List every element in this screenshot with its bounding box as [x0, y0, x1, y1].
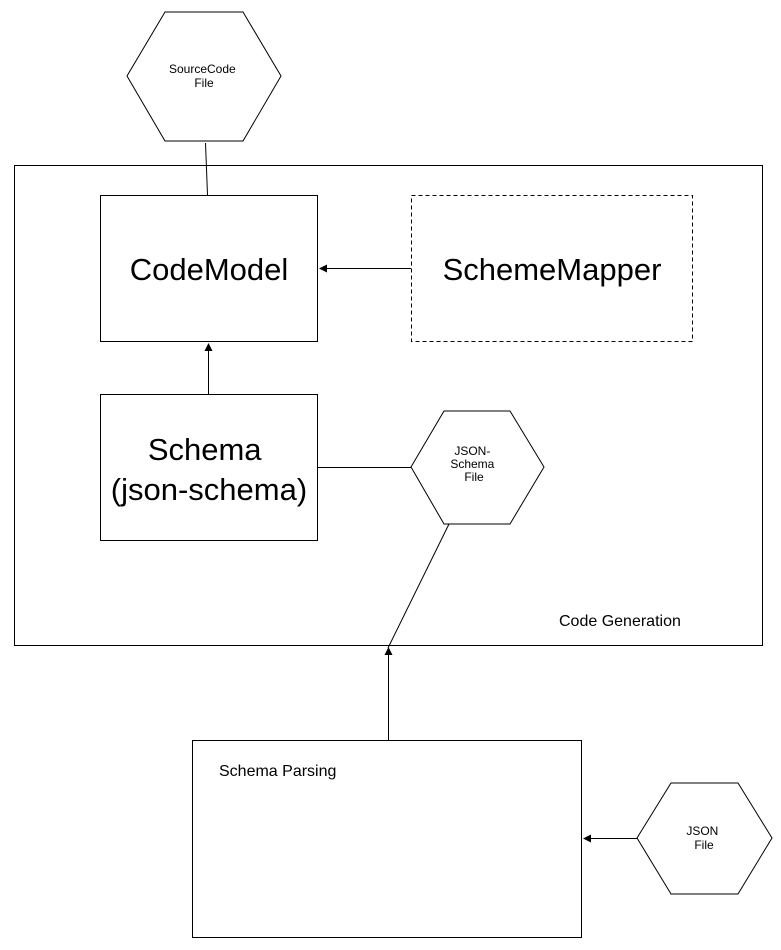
- json-schema-file-label: JSON- Schema File: [450, 444, 497, 484]
- scheme-mapper-label: SchemeMapper: [443, 252, 662, 287]
- scheme-mapper-node[interactable]: [411, 195, 693, 342]
- schema-parsing-label: Schema Parsing: [219, 763, 336, 780]
- edge-sourcecode-to-codemodel: [205, 142, 208, 196]
- source-code-file-line-2: File: [194, 76, 214, 90]
- edge-jsonschemafile-to-codegeneration: [387, 523, 450, 649]
- source-code-file-node[interactable]: [126, 11, 282, 142]
- json-file-label: JSON File: [686, 824, 721, 852]
- schema-parsing-container[interactable]: [192, 740, 582, 938]
- code-generation-label: Code Generation: [559, 613, 681, 630]
- source-code-file-line-1: SourceCode: [169, 62, 236, 76]
- source-code-file-label: SourceCode File: [169, 62, 239, 90]
- json-schema-file-node[interactable]: [410, 410, 545, 525]
- json-file-node[interactable]: [636, 782, 773, 895]
- schema-node[interactable]: [100, 394, 318, 541]
- json-schema-file-line-1: JSON-: [454, 444, 490, 458]
- json-schema-file-line-3: File: [464, 470, 484, 484]
- code-model-node[interactable]: [100, 195, 318, 342]
- json-schema-file-line-2: Schema: [450, 457, 494, 471]
- schema-label: Schema (json-schema): [111, 432, 307, 507]
- json-file-line-2: File: [694, 838, 714, 852]
- schema-line-1: Schema: [148, 432, 262, 467]
- schema-line-2: (json-schema): [111, 472, 307, 507]
- json-file-line-1: JSON: [686, 824, 718, 838]
- code-model-label: CodeModel: [130, 252, 289, 287]
